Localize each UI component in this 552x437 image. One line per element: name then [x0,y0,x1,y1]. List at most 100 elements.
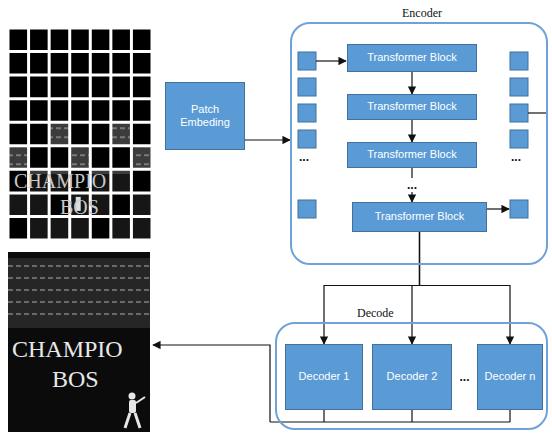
seat-rows [8,266,150,314]
group-heading: Encoder [402,6,442,21]
image-ground [8,28,152,240]
connector-arrow [411,120,412,142]
encoder-wires [298,52,547,218]
merge-line [270,421,510,422]
masked-patch [111,28,132,52]
photo [8,28,152,240]
connector-arrow [420,232,511,344]
encoder-group: EncoderTransformer BlockTransformer Bloc… [290,22,548,265]
masked-patch [90,52,111,76]
box-label: Decoder 1 [299,370,350,383]
patch-grid [48,28,51,240]
masked-patch [90,99,111,123]
masked-patch [70,99,91,123]
masked-patch [49,52,70,76]
patch-grid [8,144,152,147]
masked-patch [90,75,111,99]
token-square [510,104,528,122]
ellipsis: ... [511,150,521,164]
token-square [298,104,316,122]
masked-patch [49,28,70,52]
transformer-block: Transformer Block [347,94,477,120]
token-square [510,200,528,218]
patch-grid [7,28,10,240]
decoder-output [411,410,412,422]
player-figure [125,393,145,429]
token-square [510,78,528,96]
masked-patch [29,122,50,146]
transformer-block: Transformer Block [352,202,487,232]
output-wires [153,345,510,422]
connector-arrow [412,232,420,344]
masked-patch [70,52,91,76]
masked-patch [131,99,152,123]
transformer-block: Transformer Block [347,142,477,168]
masked-patch [131,52,152,76]
token-wire [487,208,509,209]
masked-patch [49,146,70,170]
token-wire [528,112,547,113]
connector-arrow [411,72,412,94]
masked-patch [131,75,152,99]
decoder-box: Decoder 2 [372,344,452,410]
masked-patch [90,216,111,240]
decoder-box: Decoder 1 [285,344,363,410]
masked-patch [8,216,29,240]
photo-text: CHAMPIO [14,170,106,193]
masked-patch [29,52,50,76]
masked-patch [131,169,152,193]
ellipsis: ... [459,370,469,384]
box-label: Patch Embeding [170,103,240,129]
patch-grid [8,121,152,124]
masked-patch [111,193,132,217]
patch-grid [8,239,152,242]
masked-patch [49,75,70,99]
ellipsis: ... [299,150,309,164]
process-box: Patch Embeding [165,82,245,150]
photo-text: CHAMPIO [12,336,123,363]
masked-patch [90,146,111,170]
box-label: Transformer Block [367,100,456,113]
decoder-output [323,410,324,422]
masked-patch [131,122,152,146]
masked-patch [70,28,91,52]
masked-patch [111,99,132,123]
box-label: Decoder 2 [387,370,438,383]
masked-patch [131,28,152,52]
patch-grid [130,28,133,240]
reconstructed-image [8,252,150,432]
token-square [510,130,528,148]
photo-ground [8,252,150,432]
connector-arrow [324,232,420,344]
ellipsis: ... [405,178,419,192]
stands [8,258,150,328]
photo-text: BOS [60,196,99,219]
box-label: Transformer Block [375,210,464,223]
token-square [298,130,316,148]
patch-grid [8,97,152,100]
masked-patch [29,146,50,170]
token-square [298,78,316,96]
masked-patch [8,28,29,52]
masked-patch [90,28,111,52]
masked-patch [29,99,50,123]
masked-patch [111,75,132,99]
group-heading: Decode [357,306,394,321]
masked-patch [111,146,132,170]
connector-arrow [245,139,290,140]
box-label: Transformer Block [367,51,456,64]
decoder-group: DecodeDecoder 1Decoder 2Decoder n [275,322,548,430]
patch-grid [8,74,152,77]
masked-patch [29,75,50,99]
photo-text: BOS [52,366,99,393]
masked-patch [8,122,29,146]
seat-row [8,145,152,147]
decoder-box: Decoder n [477,344,543,410]
masked-image [8,28,152,240]
box-label: Transformer Block [367,148,456,161]
masked-patch [90,122,111,146]
patch-grid [27,28,30,240]
masked-patch [8,52,29,76]
masked-patch [70,75,91,99]
patch-grid [8,27,152,30]
